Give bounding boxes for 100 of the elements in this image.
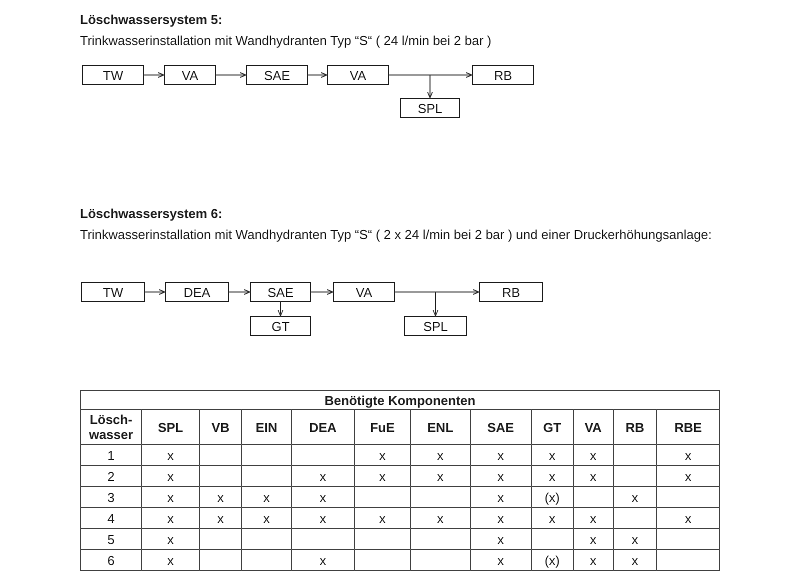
process-box (82, 65, 144, 85)
row-header: 2 (80, 466, 142, 486)
check-mark: x (354, 466, 411, 486)
node-label: TW (102, 284, 124, 300)
check-mark: x (142, 550, 200, 570)
node-label: SAE (267, 284, 294, 300)
check-mark: x (142, 466, 200, 486)
process-box (165, 282, 229, 302)
process-box (250, 282, 311, 302)
column-header: FuE (354, 410, 411, 444)
check-mark: x (470, 550, 532, 570)
arrow (228, 289, 250, 295)
check-mark: x (656, 466, 720, 486)
process-box (246, 65, 308, 85)
check-mark: x (573, 508, 614, 528)
node-label: GT (271, 318, 290, 334)
column-header: RBE (656, 410, 720, 444)
node-label: RB (494, 68, 512, 82)
row-header: 1 (80, 444, 142, 466)
column-header: DEA (291, 410, 354, 444)
check-mark: x (199, 508, 242, 528)
column-header: Lösch- wasser (80, 410, 142, 444)
arrow (394, 292, 438, 316)
description-text: Trinkwasserinstallation mit Wandhydranten Typ “S“ ( 24 l/min bei 2 bar ) (80, 33, 492, 48)
process-box (81, 282, 145, 302)
check-mark: x (354, 444, 411, 466)
column-header: ENL (410, 410, 470, 444)
check-mark: (x) (531, 486, 574, 508)
check-mark: x (531, 466, 574, 486)
node-label: SPL (423, 318, 448, 334)
section-heading: Löschwassersystem 5: (80, 12, 222, 27)
column-header: VA (573, 410, 614, 444)
process-box (404, 316, 467, 336)
check-mark: x (470, 528, 532, 550)
check-mark: x (199, 486, 242, 508)
check-mark: x (142, 486, 200, 508)
check-mark: x (613, 550, 657, 570)
node-label: VA (356, 284, 372, 300)
row-header: 3 (80, 486, 142, 508)
process-box (250, 316, 311, 336)
process-box (164, 65, 216, 85)
arrow (310, 289, 334, 295)
node-label: SAE (264, 68, 290, 82)
check-mark: x (470, 508, 532, 528)
check-mark: x (291, 486, 354, 508)
column-header: SPL (142, 410, 200, 444)
check-mark: x (470, 486, 532, 508)
check-mark: (x) (531, 550, 574, 570)
process-box (327, 65, 389, 85)
column-header: RB (613, 410, 657, 444)
check-mark: x (613, 486, 657, 508)
check-mark: x (470, 466, 532, 486)
process-box (333, 282, 395, 302)
check-mark: x (410, 466, 470, 486)
row-header: 5 (80, 528, 142, 550)
node-label: SPL (418, 100, 442, 116)
section-heading: Löschwassersystem 6: (80, 206, 222, 221)
node-label: VA (182, 68, 198, 82)
node-label: TW (102, 68, 124, 82)
arrow (308, 72, 328, 78)
column-header: EIN (241, 410, 292, 444)
check-mark: x (291, 466, 354, 486)
table-title: Benötigte Komponenten (80, 390, 720, 410)
arrow (278, 302, 284, 316)
description-text: Trinkwasserinstallation mit Wandhydranten Typ “S“ ( 2 x 24 l/min bei 2 bar ) und einer Druckerhöhungsanlage: (80, 227, 712, 242)
process-box (400, 98, 460, 118)
row-header: 4 (80, 508, 142, 528)
node-label: DEA (184, 284, 210, 300)
node-label: VA (350, 68, 366, 82)
check-mark: x (573, 550, 614, 570)
column-header: SAE (470, 410, 532, 444)
arrow (144, 289, 166, 295)
check-mark: x (354, 508, 411, 528)
check-mark: x (656, 444, 720, 466)
arrow (388, 74, 433, 98)
node-label: RB (502, 284, 520, 300)
check-mark: x (142, 528, 200, 550)
check-mark: x (573, 444, 614, 466)
column-header: GT (531, 410, 574, 444)
check-mark: x (531, 444, 574, 466)
check-mark: x (410, 508, 470, 528)
check-mark: x (291, 550, 354, 570)
check-mark: x (410, 444, 470, 466)
arrow (144, 72, 164, 78)
column-header: VB (199, 410, 242, 444)
row-header: 6 (80, 550, 142, 570)
process-box (479, 282, 543, 302)
process-box (472, 65, 534, 85)
check-mark: x (142, 444, 200, 466)
check-mark: x (241, 486, 292, 508)
arrow (216, 72, 246, 78)
check-mark: x (470, 444, 532, 466)
check-mark: x (656, 508, 720, 528)
check-mark: x (241, 508, 292, 528)
check-mark: x (291, 508, 354, 528)
check-mark: x (142, 508, 200, 528)
check-mark: x (573, 466, 614, 486)
check-mark: x (573, 528, 614, 550)
check-mark: x (531, 508, 574, 528)
check-mark: x (613, 528, 657, 550)
